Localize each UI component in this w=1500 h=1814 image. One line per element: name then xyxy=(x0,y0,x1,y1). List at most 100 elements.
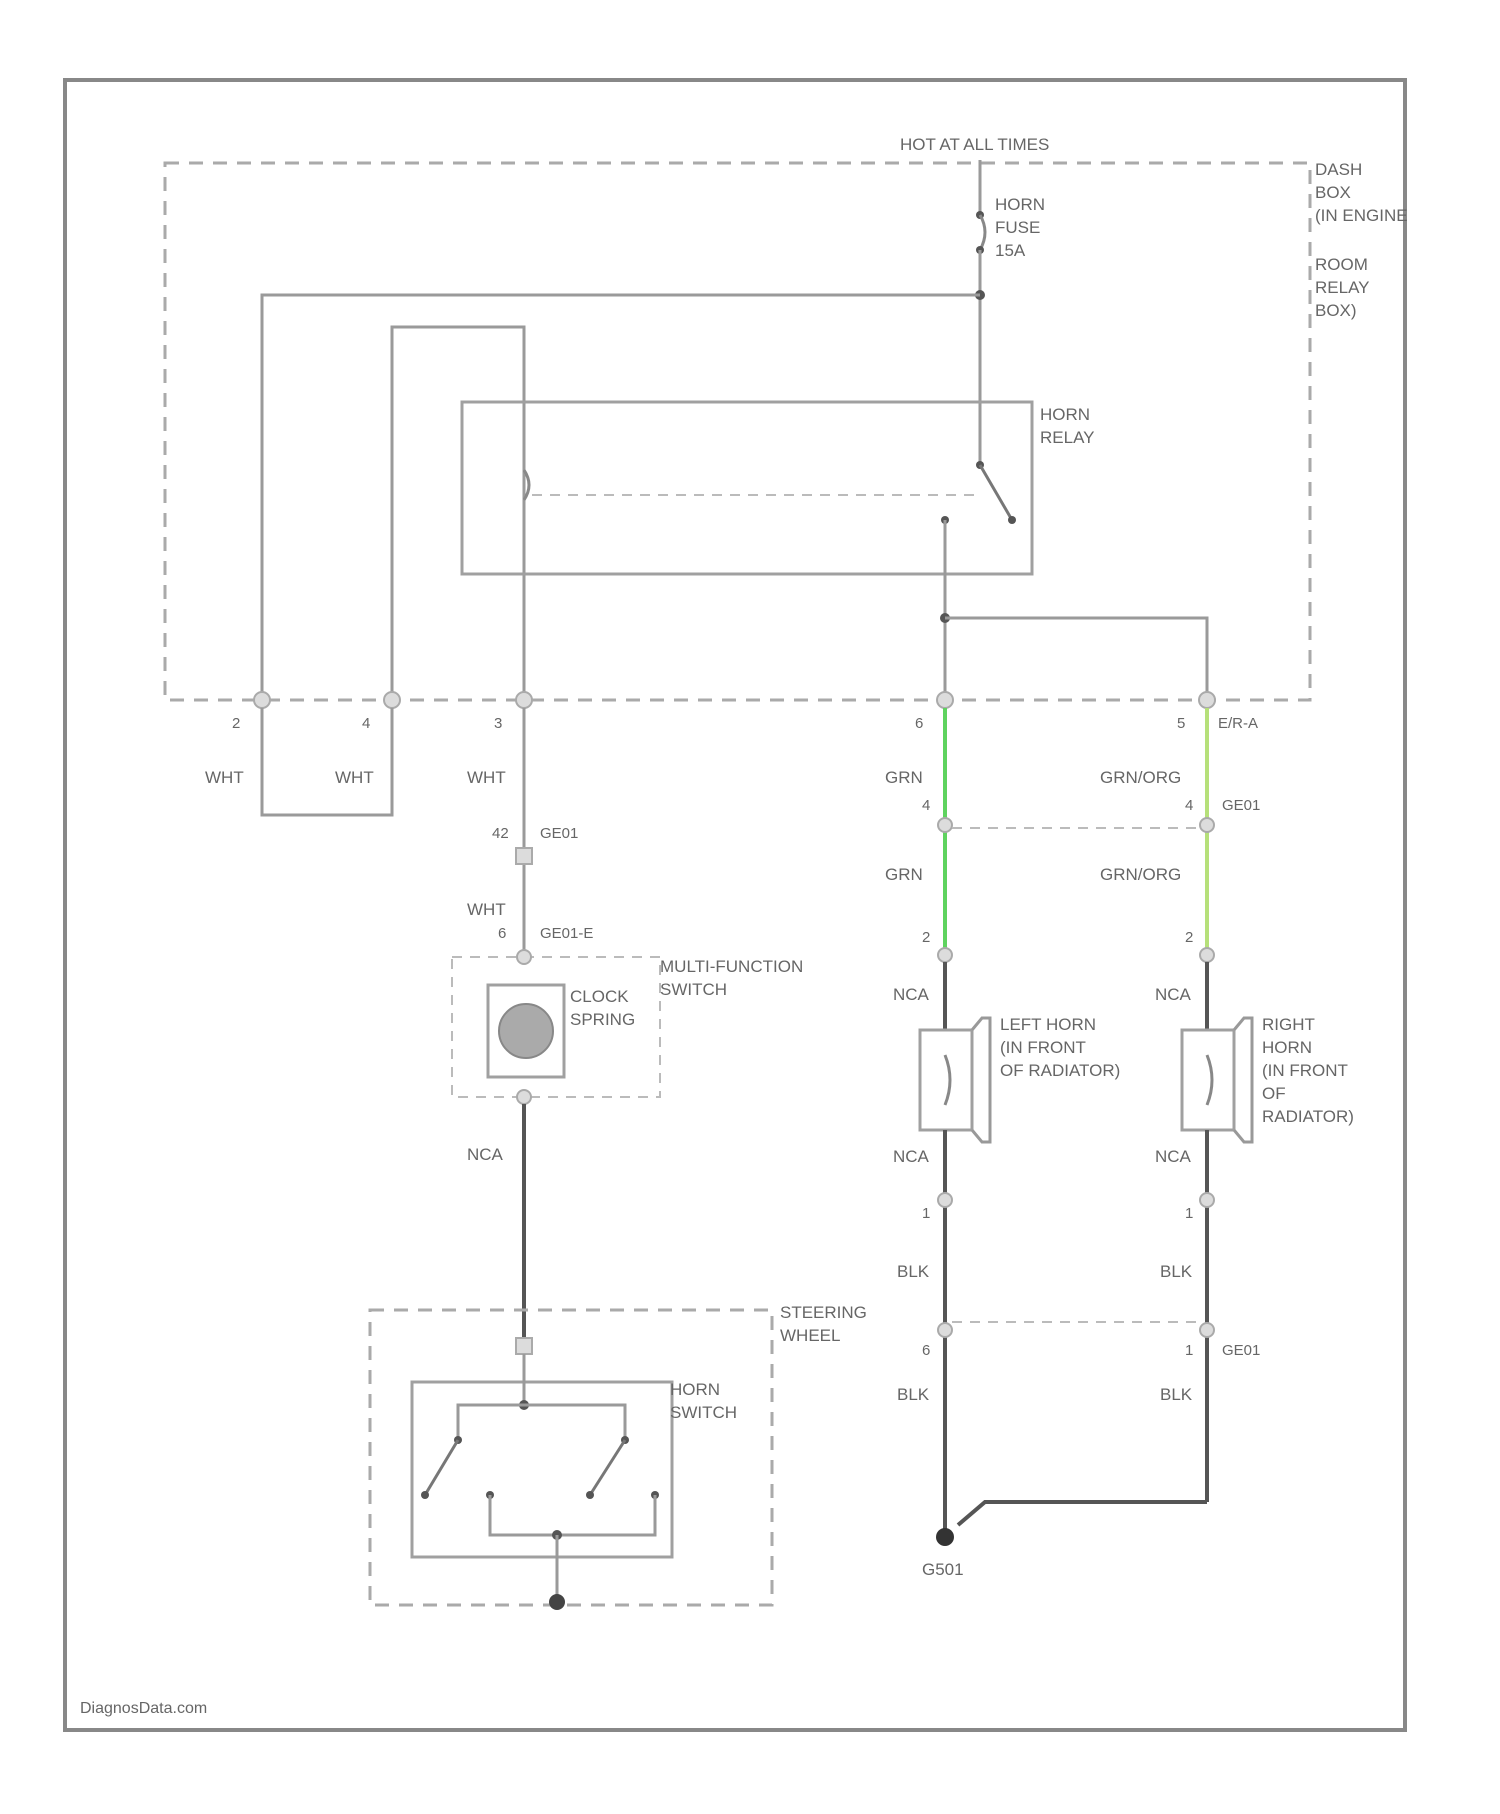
fuse-label-3: 15A xyxy=(995,241,1026,260)
multi-label-1: MULTI-FUNCTION xyxy=(660,957,803,976)
lh-bottom-pin: 1 xyxy=(922,1205,930,1222)
left-horn-body xyxy=(920,1030,972,1130)
wire-pin2 xyxy=(262,295,980,700)
box-pin-4 xyxy=(384,692,400,708)
box-pin-2 xyxy=(254,692,270,708)
horn-switch-box xyxy=(412,1382,672,1557)
fuse-symbol xyxy=(980,215,985,250)
inline-pin-label: 42 xyxy=(492,825,509,842)
left-horn-coil xyxy=(945,1055,950,1105)
grn-mid-connector xyxy=(938,818,952,832)
lh-top-connector xyxy=(938,948,952,962)
rhorn-label-1: RIGHT xyxy=(1262,1015,1315,1034)
outer-frame xyxy=(65,80,1405,1730)
lh-bottom-connector xyxy=(938,1193,952,1207)
wire-label-grnorg-a: GRN/ORG xyxy=(1100,768,1181,787)
relay-label-1: HORN xyxy=(1040,405,1090,424)
jumper-2-4 xyxy=(262,708,392,815)
wire-label-blk-r1: BLK xyxy=(1160,1262,1193,1281)
footer-watermark: DiagnosData.com xyxy=(80,1700,207,1717)
rh-top-pin: 2 xyxy=(1185,929,1193,946)
inline-connector-label: GE01 xyxy=(540,825,578,842)
box-label-1: DASH xyxy=(1315,160,1362,179)
relay-label-2: RELAY xyxy=(1040,428,1095,447)
right-horn-feed xyxy=(945,618,1207,700)
multi-label-2: SWITCH xyxy=(660,980,727,999)
wire-label-2: WHT xyxy=(335,768,374,787)
fuse-label-1: HORN xyxy=(995,195,1045,214)
lhorn-label-2: (IN FRONT xyxy=(1000,1038,1086,1057)
steering-ground-node xyxy=(549,1594,565,1610)
mfs-connector-top xyxy=(517,950,531,964)
gnd-connector-label: GE01 xyxy=(1222,1342,1260,1359)
room-label-2: RELAY xyxy=(1315,278,1370,297)
wire-label-1: WHT xyxy=(205,768,244,787)
clock-label-1: CLOCK xyxy=(570,987,629,1006)
gnd-connector-left xyxy=(938,1323,952,1337)
wire-label-4: WHT xyxy=(467,900,506,919)
sw-left-bottom xyxy=(421,1491,429,1499)
wire-label-nca-l1: NCA xyxy=(893,985,930,1004)
rh-top-connector xyxy=(1200,948,1214,962)
box-connector-label: E/R-A xyxy=(1218,715,1258,732)
lh-top-pin: 2 xyxy=(922,929,930,946)
wire-label-grn-b: GRN xyxy=(885,865,923,884)
pin-5-label: 5 xyxy=(1177,715,1185,732)
rh-bottom-connector xyxy=(1200,1193,1214,1207)
wire-label-blk-l2: BLK xyxy=(897,1385,930,1404)
rhorn-label-4: OF xyxy=(1262,1084,1286,1103)
wire-label-nca-r2: NCA xyxy=(1155,1147,1192,1166)
pin-4-label: 4 xyxy=(362,715,370,732)
rhorn-label-2: HORN xyxy=(1262,1038,1312,1057)
pin-6-label: 6 xyxy=(915,715,923,732)
rh-to-ground-wire xyxy=(958,1502,1207,1525)
steer-label-1: STEERING xyxy=(780,1303,867,1322)
box-label-3: (IN ENGINE xyxy=(1315,206,1408,225)
lhorn-label-3: OF RADIATOR) xyxy=(1000,1061,1120,1080)
lhorn-label-1: LEFT HORN xyxy=(1000,1015,1096,1034)
left-horn-bell xyxy=(972,1018,990,1142)
steering-connector xyxy=(516,1338,532,1354)
wire-label-3: WHT xyxy=(467,768,506,787)
wire-label-grnorg-b: GRN/ORG xyxy=(1100,865,1181,884)
ground-point xyxy=(936,1528,954,1546)
grnorg-mid-connector xyxy=(1200,818,1214,832)
wire-label-blk-l1: BLK xyxy=(897,1262,930,1281)
pin-2-label: 2 xyxy=(232,715,240,732)
grn-mid-pin: 4 xyxy=(922,797,930,814)
horn-switch-bottom-bus xyxy=(490,1495,655,1535)
grnorg-mid-pin: 4 xyxy=(1185,797,1193,814)
steering-wheel-enclosure xyxy=(370,1310,772,1605)
gnd-right-pin: 1 xyxy=(1185,1342,1193,1359)
relay-contact-output xyxy=(1008,516,1016,524)
right-horn-bell xyxy=(1234,1018,1252,1142)
wire-label-nca-l2: NCA xyxy=(893,1147,930,1166)
hsw-label-1: HORN xyxy=(670,1380,720,1399)
rhorn-label-3: (IN FRONT xyxy=(1262,1061,1348,1080)
box-pin-3 xyxy=(516,692,532,708)
mfs-connector-bottom xyxy=(517,1090,531,1104)
sw-left-arm xyxy=(425,1440,458,1495)
hot-at-all-times-label: HOT AT ALL TIMES xyxy=(900,135,1049,154)
wire-label-blk-r2: BLK xyxy=(1160,1385,1193,1404)
room-label-3: BOX) xyxy=(1315,301,1357,320)
gnd-connector-right xyxy=(1200,1323,1214,1337)
mid-connector-label: GE01 xyxy=(1222,797,1260,814)
wire-label-nca-r1: NCA xyxy=(1155,985,1192,1004)
hsw-label-2: SWITCH xyxy=(670,1403,737,1422)
box-label-2: BOX xyxy=(1315,183,1351,202)
right-horn-coil xyxy=(1207,1055,1212,1105)
pin-3-label: 3 xyxy=(494,715,502,732)
wire-label-grn-a: GRN xyxy=(885,768,923,787)
horn-switch-top-bus xyxy=(458,1405,625,1440)
gnd-left-pin: 6 xyxy=(922,1342,930,1359)
mfs-connector-label: GE01-E xyxy=(540,925,593,942)
fuse-label-2: FUSE xyxy=(995,218,1040,237)
box-pin-5 xyxy=(1199,692,1215,708)
inline-connector xyxy=(516,848,532,864)
mfs-pin-label: 6 xyxy=(498,925,506,942)
wire-label-nca-clock: NCA xyxy=(467,1145,504,1164)
clock-spring-icon xyxy=(499,1004,553,1058)
ground-label: G501 xyxy=(922,1560,964,1579)
